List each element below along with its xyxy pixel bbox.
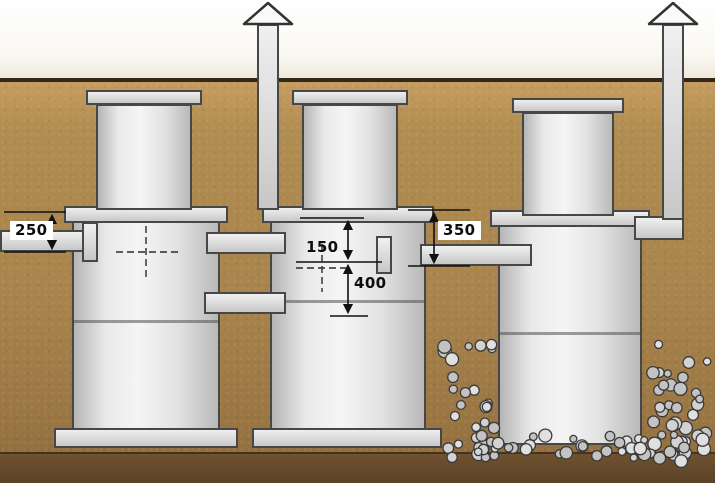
tank2-cover (292, 90, 408, 105)
dimension-label-350: 350 (438, 221, 481, 240)
tank2-body (270, 221, 426, 430)
inlet-tee-fitting (82, 222, 98, 262)
tank2-neck (302, 104, 398, 210)
tank1-cover (86, 90, 202, 105)
tank1-tank2-lower-pipe (204, 292, 286, 314)
ground-line (0, 78, 715, 82)
tank2-outlet-tee-fitting (376, 236, 392, 274)
center-marks (116, 226, 350, 292)
above-ground-area (0, 0, 715, 78)
dimension-label-250: 250 (10, 221, 53, 240)
tank3-neck (522, 112, 614, 216)
dimension-label-150: 150 (306, 238, 339, 256)
dimension-lines (4, 209, 470, 317)
tank2-tank3-pipe (420, 244, 532, 266)
vent-arrow-icon (242, 1, 294, 26)
gravel-stones (437, 338, 713, 469)
tank1-neck (96, 104, 192, 210)
dimension-label-400: 400 (354, 274, 387, 292)
tank3-cover (512, 98, 624, 113)
tank1-ring-joint (74, 320, 218, 323)
tank3-ring-joint (500, 332, 640, 335)
tank1-tank2-upper-pipe (206, 232, 286, 254)
tank3-vent-pipe-horizontal (634, 216, 684, 240)
vent-arrow-icons (242, 1, 699, 26)
vent-arrow-icon (647, 1, 699, 26)
